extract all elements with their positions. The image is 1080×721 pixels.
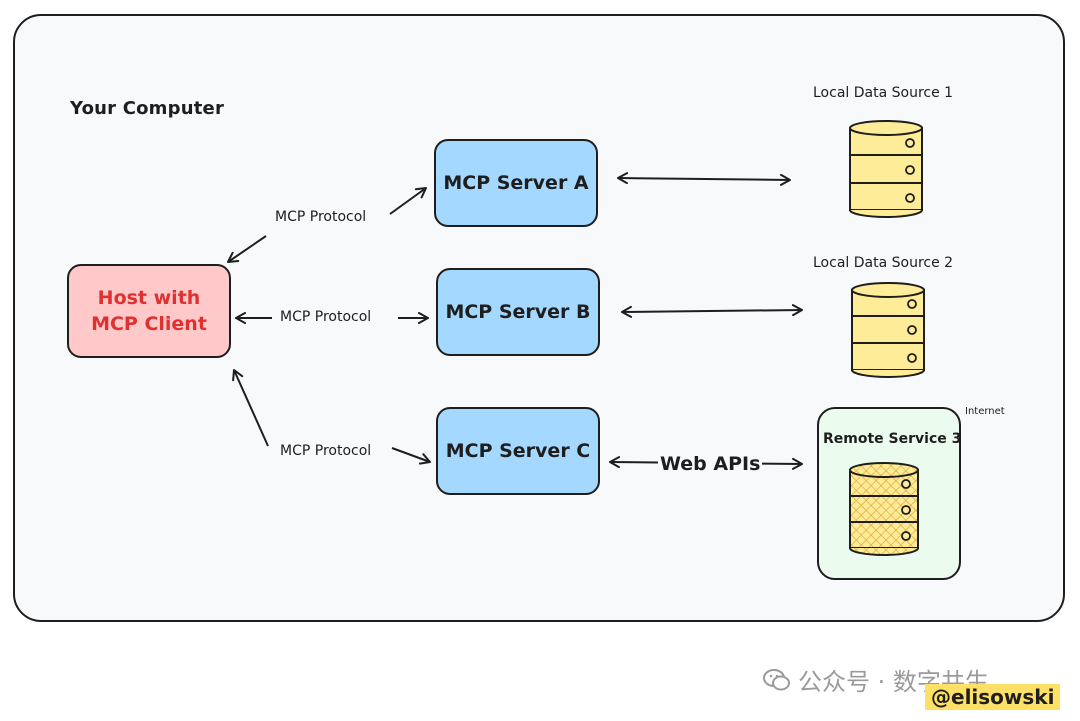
mcp-server-b: MCP Server B	[436, 268, 600, 356]
local-data-source-1-label: Local Data Source 1	[813, 85, 954, 101]
remote-service-label: Remote Service 3	[823, 431, 962, 447]
arrow-server-b-data-source-2	[621, 304, 803, 318]
arrow-server-a-data-source-1	[617, 172, 791, 186]
mcp-server-c: MCP Server C	[436, 407, 600, 495]
server-a-label: MCP Server A	[443, 172, 589, 194]
protocol-label-top: MCP Protocol	[275, 209, 367, 225]
host-label-line1: Host with	[97, 287, 201, 309]
protocol-arrow-top-to-host	[227, 235, 267, 263]
protocol-arrow-top-to-server-a	[389, 187, 427, 215]
web-apis-label: Web APIs	[658, 453, 763, 475]
local-data-source-2-label: Local Data Source 2	[813, 255, 954, 271]
protocol-label-middle: MCP Protocol	[280, 309, 372, 325]
mcp-server-a: MCP Server A	[434, 139, 598, 227]
protocol-label-bottom: MCP Protocol	[280, 443, 372, 459]
host-label-line2: MCP Client	[91, 313, 207, 335]
server-c-label: MCP Server C	[445, 440, 591, 462]
database-icon-local-2	[851, 282, 925, 378]
internet-label: Internet	[965, 406, 1005, 417]
server-b-label: MCP Server B	[445, 301, 591, 323]
protocol-arrow-bottom-to-server-c	[391, 447, 431, 465]
author-handle: @elisowski	[925, 684, 1061, 710]
host-with-mcp-client: Host with MCP Client	[67, 264, 231, 358]
frame-title: Your Computer	[70, 98, 225, 119]
wechat-icon	[763, 668, 790, 690]
protocol-arrow-bottom-to-host	[232, 369, 269, 447]
database-icon-local-1	[849, 120, 923, 218]
